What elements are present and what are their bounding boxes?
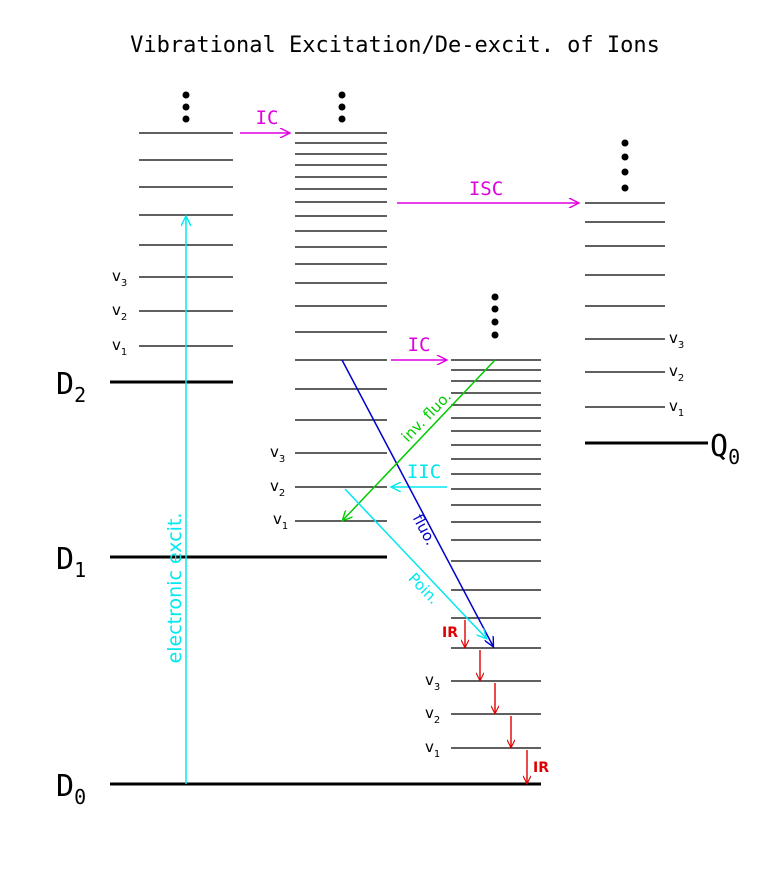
- ir-top-label: IR: [442, 625, 458, 641]
- ellipsis-q0: [621, 139, 629, 192]
- state-label-q0: Q0: [710, 429, 740, 469]
- svg-text:v2: v2: [112, 301, 127, 323]
- vib-labels-d0: v3 v2 v1: [425, 671, 440, 760]
- poin-label: Poin.: [405, 569, 443, 608]
- svg-text:v2: v2: [270, 477, 285, 499]
- ic-mid-label: IC: [408, 334, 431, 356]
- column-d1: [110, 132, 387, 559]
- svg-text:v3: v3: [270, 443, 285, 465]
- svg-text:v1: v1: [273, 510, 288, 532]
- svg-text:v1: v1: [425, 738, 440, 760]
- svg-text:v3: v3: [425, 671, 440, 693]
- iic-label: IIC: [407, 461, 441, 483]
- vib-labels-d1: v3 v2 v1: [270, 443, 288, 532]
- ir-cascade: [465, 620, 527, 783]
- fluo-label: fluo.: [409, 511, 440, 548]
- inv-fluo-label: inv. fluo.: [398, 387, 455, 445]
- svg-text:v3: v3: [112, 267, 127, 289]
- state-label-d1: D1: [56, 542, 86, 582]
- ellipsis-d2: [182, 91, 190, 123]
- column-d2: [110, 132, 233, 384]
- vib-labels-q0: v3 v2 v1: [669, 329, 684, 419]
- svg-text:v1: v1: [112, 336, 127, 358]
- state-label-d0: D0: [56, 769, 86, 809]
- inv-fluo-arrow: [343, 359, 496, 520]
- ic-top-label: IC: [256, 107, 279, 129]
- diagram-title: Vibrational Excitation/De-excit. of Ions: [130, 33, 660, 58]
- column-q0: [585, 202, 708, 445]
- electronic-excitation-label: electronic excit.: [164, 513, 186, 664]
- isc-label: ISC: [469, 178, 503, 200]
- svg-text:v2: v2: [669, 362, 684, 384]
- ellipsis-d1: [338, 91, 346, 123]
- column-d0: [110, 359, 541, 786]
- state-label-d2: D2: [56, 367, 86, 407]
- poin-arrow: [344, 488, 486, 638]
- svg-text:v2: v2: [425, 704, 440, 726]
- ellipsis-d0: [491, 293, 499, 339]
- vib-labels-d2: v3 v2 v1: [112, 267, 127, 358]
- svg-text:v1: v1: [669, 397, 684, 419]
- svg-text:v3: v3: [669, 329, 684, 351]
- ir-bottom-label: IR: [533, 760, 549, 776]
- fluo-arrow: [341, 359, 493, 646]
